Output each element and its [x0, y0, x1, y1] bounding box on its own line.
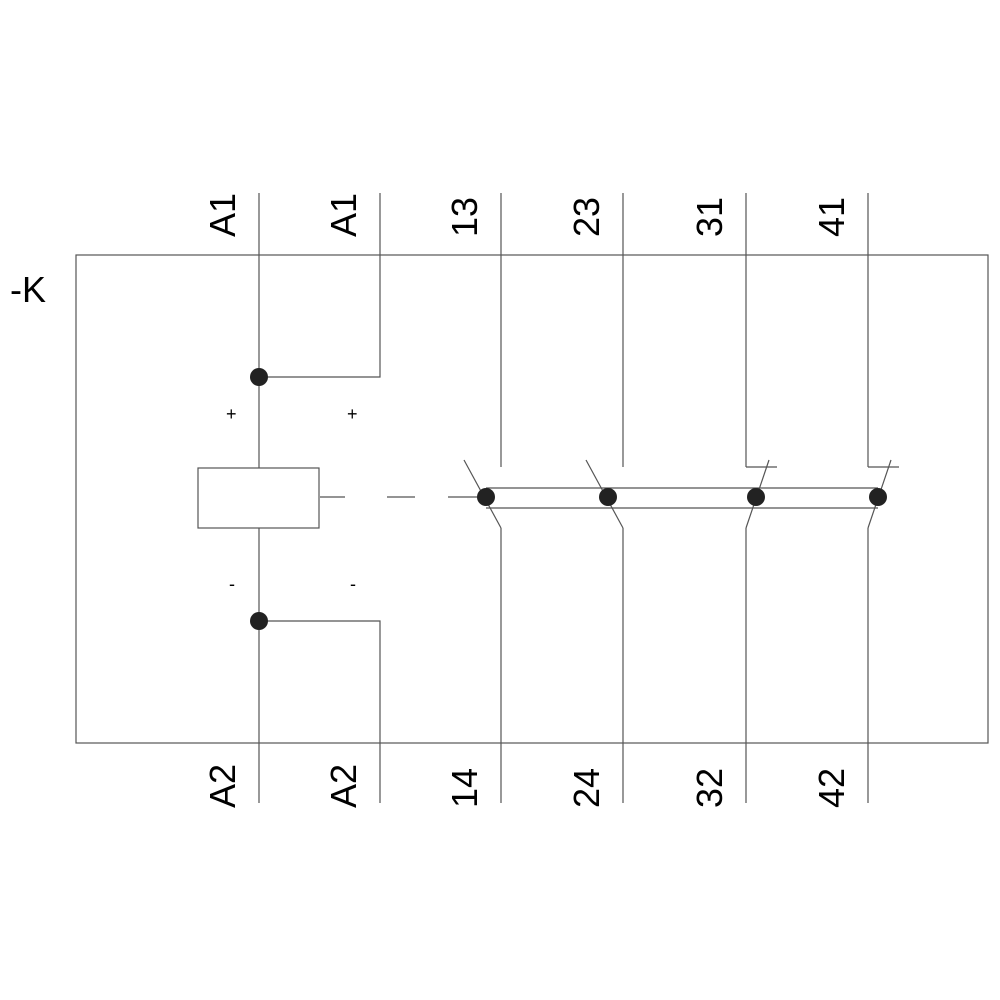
minus-sign: - — [350, 574, 356, 594]
linkage-dot — [477, 488, 495, 506]
terminal-label: 13 — [444, 197, 485, 237]
terminal-label: 32 — [689, 768, 730, 808]
terminal-label: 23 — [566, 197, 607, 237]
terminal-label: 24 — [566, 768, 607, 808]
coil: + + - - A1 A1 A2 A2 — [197, 193, 381, 808]
mechanical-linkage — [320, 487, 878, 509]
device-outline — [75, 254, 989, 744]
minus-sign: - — [229, 574, 235, 594]
terminal-label: 14 — [444, 768, 485, 808]
contact-no: 13 14 — [444, 193, 502, 808]
terminal-label: A1 — [323, 193, 364, 237]
junction-dot — [250, 368, 268, 386]
contact-nc: 31 32 — [689, 193, 777, 808]
terminal-label: 42 — [811, 768, 852, 808]
coil-box — [197, 467, 320, 529]
terminal-label: A2 — [323, 764, 364, 808]
device-tag: -K — [10, 269, 46, 310]
plus-sign: + — [226, 404, 237, 424]
plus-sign: + — [347, 404, 358, 424]
linkage-dot — [869, 488, 887, 506]
contact-no: 23 24 — [566, 193, 624, 808]
junction-dot — [250, 612, 268, 630]
terminal-label: A2 — [202, 764, 243, 808]
contact-nc: 41 42 — [811, 193, 899, 808]
linkage-dot — [599, 488, 617, 506]
terminal-label: 31 — [689, 197, 730, 237]
terminal-label: 41 — [811, 197, 852, 237]
terminal-label: A1 — [202, 193, 243, 237]
linkage-dot — [747, 488, 765, 506]
